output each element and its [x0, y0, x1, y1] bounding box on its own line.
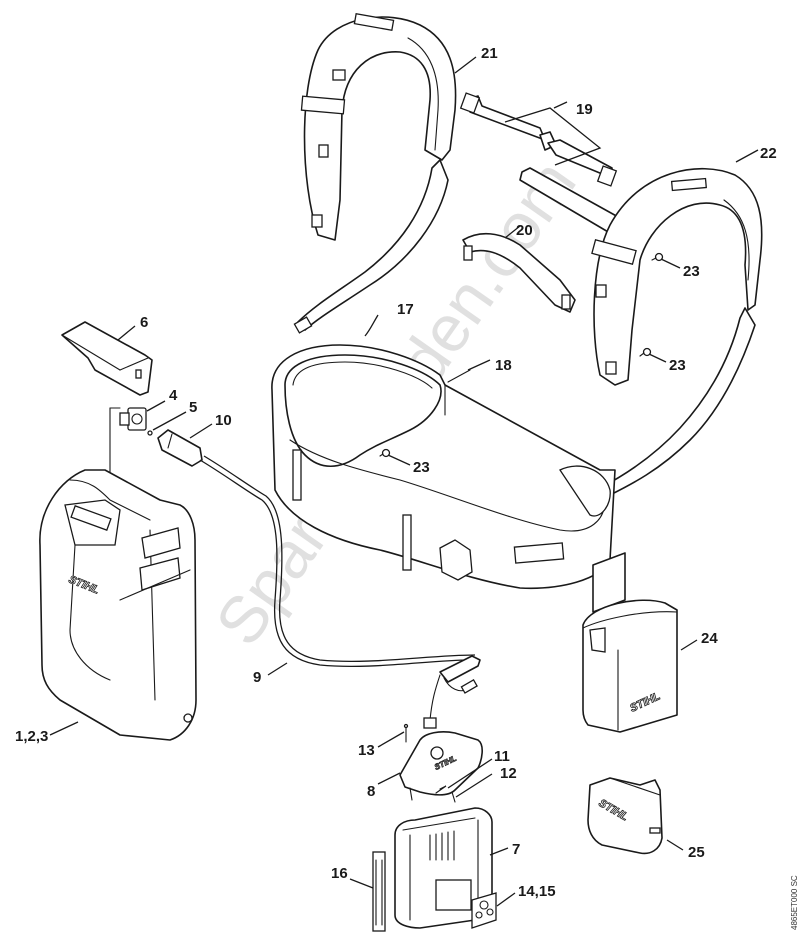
callout-7[interactable]: 7: [512, 841, 520, 858]
part-23-screw-lower[interactable]: [639, 347, 652, 357]
part-5-screw[interactable]: [147, 430, 153, 436]
callout-21[interactable]: 21: [481, 45, 498, 62]
part-24-battery-bag[interactable]: STIHL: [582, 552, 678, 733]
part-20-grip[interactable]: [462, 232, 576, 313]
leader-lines: [49, 56, 759, 907]
part-13-pin[interactable]: [403, 723, 409, 743]
part-14-15-warning-label[interactable]: [471, 892, 497, 929]
callout-14-15[interactable]: 14,15: [518, 883, 556, 900]
part-1-2-3-backpack-housing[interactable]: STIHL: [39, 469, 197, 741]
callout-18[interactable]: 18: [495, 357, 512, 374]
callout-13[interactable]: 13: [358, 742, 375, 759]
callout-23-upper[interactable]: 23: [683, 263, 700, 280]
part-16-label-strip[interactable]: [372, 851, 386, 932]
part-22-shoulder-strap-right[interactable]: [591, 168, 763, 497]
part-7-adapter-housing[interactable]: [394, 807, 493, 929]
part-18-belt-strap[interactable]: [447, 369, 471, 383]
callout-24[interactable]: 24: [701, 630, 718, 647]
callout-16[interactable]: 16: [331, 865, 348, 882]
callout-25[interactable]: 25: [688, 844, 705, 861]
part-9-connecting-cable[interactable]: [199, 455, 481, 729]
callout-6[interactable]: 6: [140, 314, 148, 331]
callout-12[interactable]: 12: [500, 765, 517, 782]
callout-4[interactable]: 4: [169, 387, 178, 404]
part-12-screw[interactable]: [451, 791, 456, 803]
part-10-plug[interactable]: [157, 429, 203, 467]
callout-20[interactable]: 20: [516, 222, 533, 239]
callout-9[interactable]: 9: [253, 669, 261, 686]
callout-5[interactable]: 5: [189, 399, 197, 416]
part-25-adapter[interactable]: STIHL: [587, 777, 663, 855]
callout-8[interactable]: 8: [367, 783, 375, 800]
part-23-screw-upper[interactable]: [651, 252, 664, 262]
part-21-shoulder-strap-left[interactable]: [293, 13, 457, 334]
part-19-chest-strap[interactable]: [459, 92, 618, 187]
callout-23-lower[interactable]: 23: [669, 357, 686, 374]
callout-23-belt[interactable]: 23: [413, 459, 430, 476]
callout-17[interactable]: 17: [397, 301, 414, 318]
part-17-hip-belt[interactable]: [271, 344, 616, 590]
callout-11[interactable]: 11: [494, 748, 510, 765]
part-11-spring[interactable]: [435, 785, 447, 794]
callout-labels: 21 19 22 20 23 23 23 17 18 6 4 5 10 1,2,…: [15, 45, 777, 900]
document-id: 4865ET000 SC: [790, 875, 799, 930]
part-6-cover-flap[interactable]: [61, 321, 153, 396]
callout-19[interactable]: 19: [576, 101, 593, 118]
callout-10[interactable]: 10: [215, 412, 232, 429]
callout-22[interactable]: 22: [760, 145, 777, 162]
part-23-screw-belt[interactable]: [379, 448, 391, 458]
part-4-socket[interactable]: [119, 407, 147, 431]
callout-1-2-3[interactable]: 1,2,3: [15, 728, 48, 745]
